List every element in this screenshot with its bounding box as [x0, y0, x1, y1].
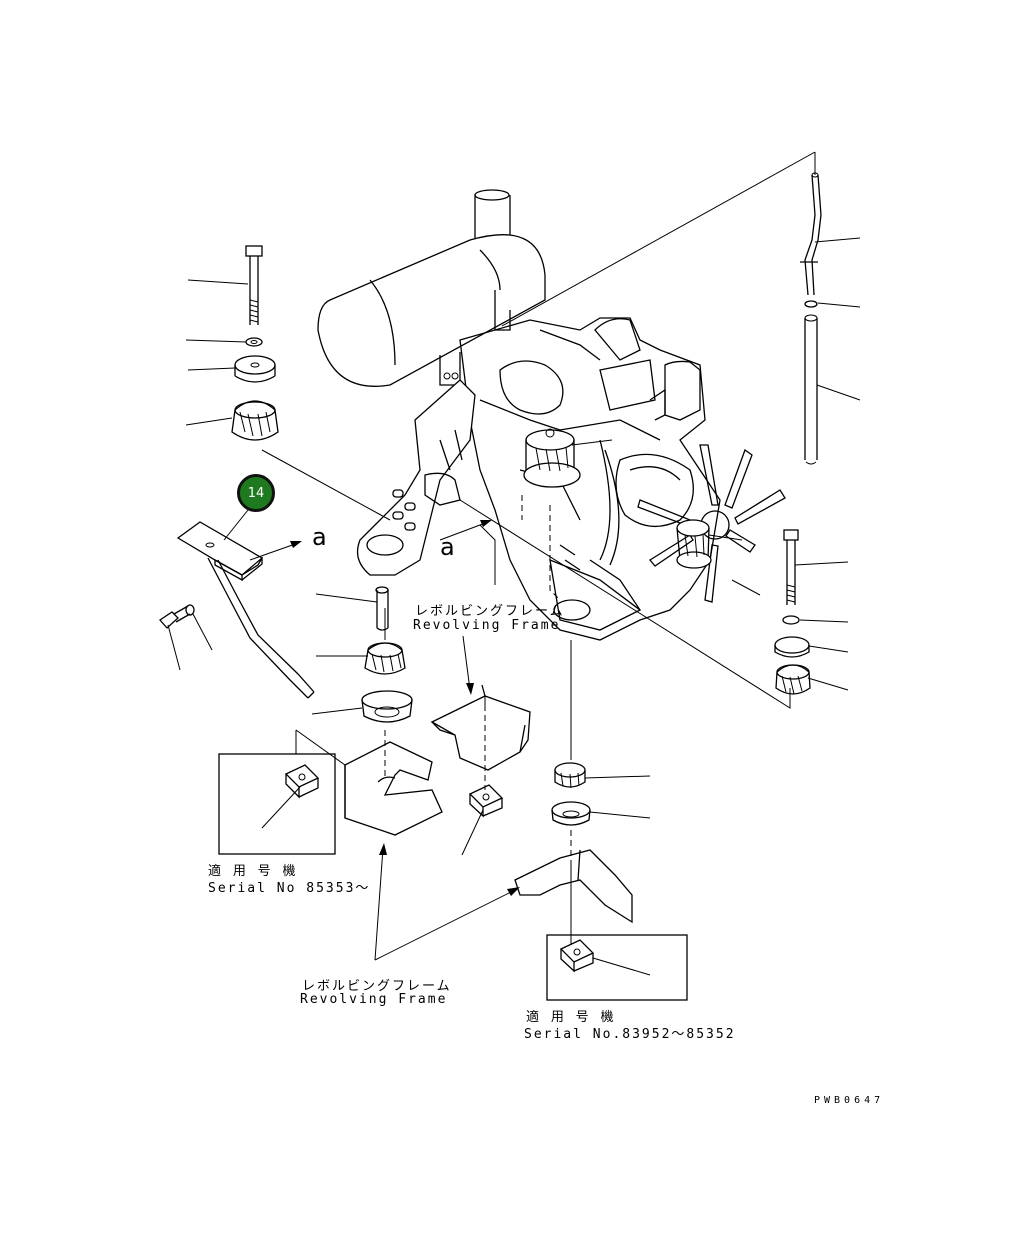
engine-block [459, 317, 721, 641]
serial-label-jp-2: 適 用 号 機 [526, 1010, 616, 1025]
engine-bracket-right [549, 544, 642, 631]
view-marker-a-1: a [312, 523, 327, 551]
frame-piece-left [344, 741, 443, 836]
frame-piece-center [430, 684, 531, 771]
view-marker-a-2: a [440, 533, 455, 561]
revolving-frame-label-jp-2: レボルビングフレーム [302, 979, 452, 994]
left-mount-stack [231, 245, 279, 441]
serial-label-en-2: Serial No.83952～85352 [524, 1027, 736, 1042]
right-mount-stack [774, 529, 811, 695]
nut-plate-2 [468, 784, 504, 818]
serial-label-en-1: Serial No 85353～ [208, 881, 371, 896]
drawing-code: PWB0647 [814, 1095, 885, 1106]
revolving-frame-label-en-2: Revolving Frame [300, 992, 448, 1007]
frame-piece-right [514, 849, 633, 924]
serial-label-jp-1: 適 用 号 機 [208, 864, 298, 879]
arrows [249, 520, 520, 961]
engine-bracket-left [356, 379, 476, 576]
muffler [317, 189, 546, 387]
callout-14[interactable]: 14 [237, 474, 275, 512]
nut-plate-3 [559, 939, 595, 973]
revolving-frame-label-en-1: Revolving Frame [413, 618, 561, 633]
front-mount-2 [676, 519, 712, 569]
lower-right-mount-stack [551, 762, 591, 826]
dipstick [800, 172, 822, 465]
revolving-frame-label-jp-1: レボルビングフレーム [415, 604, 565, 619]
serial-box-2 [546, 934, 688, 1001]
front-mount-1 [523, 428, 581, 488]
pipe-clamp-bracket [159, 521, 315, 699]
leader-lines [167, 151, 861, 976]
nut-plate-1 [284, 764, 320, 799]
assembly-lines [384, 495, 572, 945]
serial-box-1 [218, 753, 336, 855]
center-mount-stack [361, 586, 413, 723]
